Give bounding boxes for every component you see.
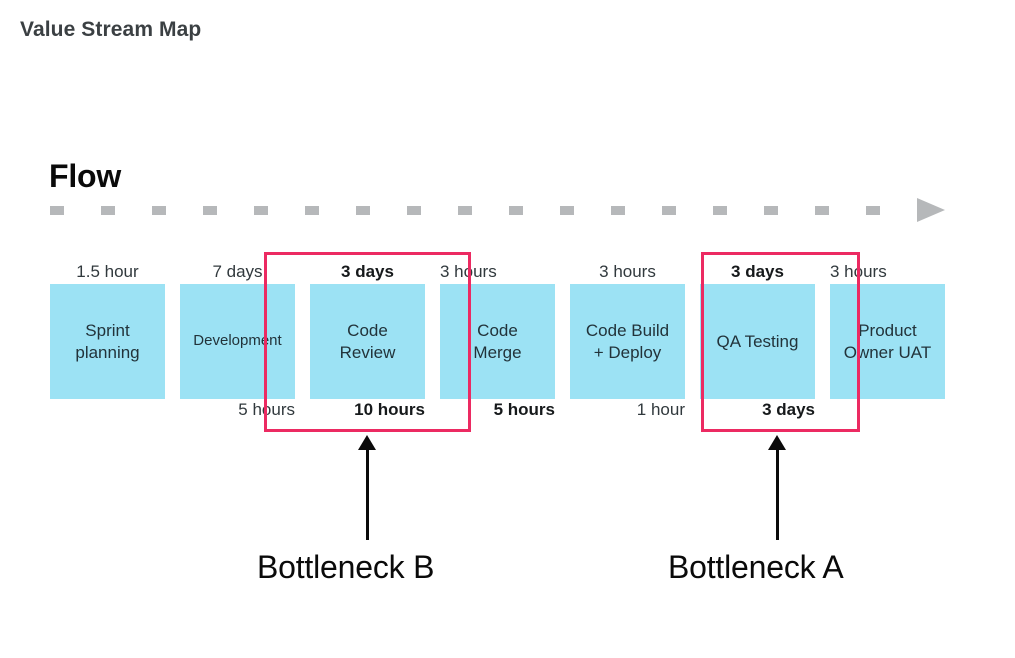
stage-time-above-1: 7 days [212,262,263,281]
stage-time-above-0: 1.5 hour [76,262,139,281]
callout-label-0: Bottleneck B [257,549,435,585]
stage-time-below-4: 1 hour [636,400,685,419]
stage-box-5[interactable]: QA Testing [700,284,815,399]
stage-box-1[interactable]: Development [180,284,295,399]
dashed-flow-line-icon [50,206,910,215]
callout-arrow-head-1 [768,435,786,450]
stage-box-4[interactable]: Code Build+ Deploy [570,284,685,399]
stage-label: Development [193,332,282,350]
stage-label: QA Testing [716,331,799,351]
bottleneck-a-highlight [701,252,860,432]
stage-time-below-3: 5 hours [493,400,555,419]
stage-time-above-2: 3 days [341,262,394,281]
callout-label-1: Bottleneck A [668,549,844,585]
stage-label: Code Build+ Deploy [585,321,670,362]
stage-time-below-2: 10 hours [354,400,425,419]
stage-time-below-5: 3 days [762,400,815,419]
flow-heading: Flow [49,158,122,194]
stage-time-above-4: 3 hours [599,262,656,281]
bottleneck-b-highlight [264,252,471,432]
callout-arrow-line-1 [776,448,779,540]
flow-arrow-icon [917,198,945,222]
callout-arrow-line-0 [366,448,369,540]
page-title: Value Stream Map [20,18,202,41]
callout-arrow-head-0 [358,435,376,450]
stage-time-above-5: 3 days [731,262,784,281]
